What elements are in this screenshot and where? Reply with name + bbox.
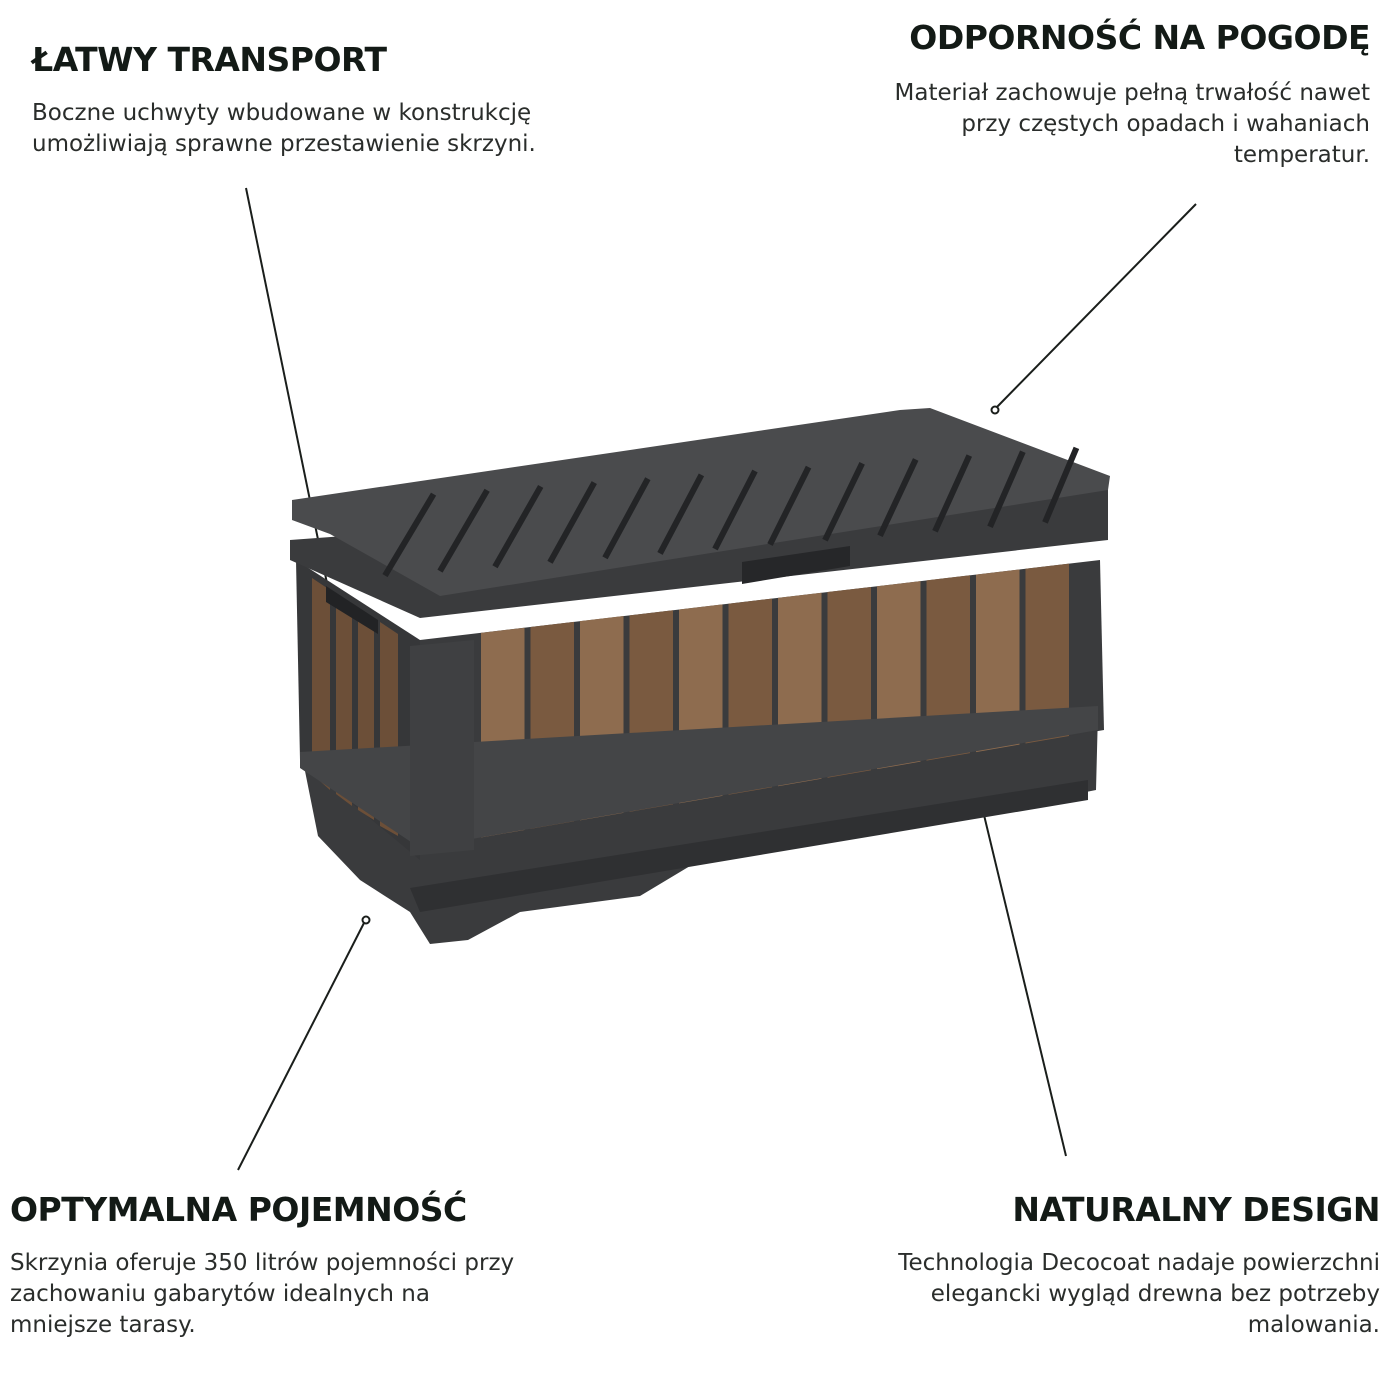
feature-capacity-line-1: Skrzynia oferuje 350 litrów pojemności p… — [10, 1250, 515, 1276]
feature-design-line-1: Technologia Decocoat nadaje powierzchni — [898, 1250, 1380, 1276]
feature-weather-line-3: temperatur. — [1233, 142, 1370, 168]
callout-line-weather — [995, 203, 1197, 409]
feature-weather-line-1: Materiał zachowuje pełną trwałość nawet — [894, 80, 1370, 106]
lid-groove — [712, 469, 758, 551]
lid-groove — [1042, 446, 1080, 524]
wood-slat — [1025, 563, 1069, 744]
lid-groove — [877, 458, 919, 537]
box-lid-top — [292, 408, 1110, 596]
feature-weather-line-2: przy częstych opadach i wahaniach — [961, 111, 1370, 137]
box-base-lower-rail — [410, 780, 1088, 912]
feature-design-text: Technologia Decocoat nadaje powierzchni … — [740, 1248, 1380, 1341]
callout-line-transport — [245, 187, 331, 599]
feature-transport: ŁATWY TRANSPORT Boczne uchwyty wbudowane… — [32, 40, 672, 160]
feature-design: NATURALNY DESIGN Technologia Decocoat na… — [740, 1190, 1380, 1341]
lid-groove — [602, 477, 651, 560]
feature-capacity-title: OPTYMALNA POJEMNOŚĆ — [10, 1190, 467, 1229]
feature-transport-text: Boczne uchwyty wbudowane w konstrukcję u… — [32, 98, 672, 160]
feature-weather-text: Materiał zachowuje pełną trwałość nawet … — [730, 78, 1370, 171]
feature-capacity-line-2: zachowaniu gabarytów idealnych na — [10, 1281, 430, 1307]
lid-groove — [987, 450, 1026, 529]
lid-groove — [657, 473, 705, 555]
feature-capacity-text: Skrzynia oferuje 350 litrów pojemności p… — [10, 1248, 650, 1341]
wood-slat — [976, 569, 1020, 753]
feature-capacity: OPTYMALNA POJEMNOŚĆ Skrzynia oferuje 350… — [10, 1190, 650, 1341]
lid-groove — [382, 492, 437, 578]
callout-line-capacity — [237, 920, 366, 1171]
lid-groove — [767, 465, 812, 546]
lid-groove — [932, 454, 973, 533]
storage-box — [290, 408, 1110, 944]
lid-groove — [822, 461, 865, 542]
lid-groove — [437, 488, 490, 573]
lid-latch — [742, 546, 850, 584]
box-corner-post — [410, 640, 474, 856]
feature-design-line-3: malowania. — [1247, 1312, 1380, 1338]
feature-transport-title: ŁATWY TRANSPORT — [32, 40, 387, 79]
feature-capacity-line-3: mniejsze tarasy. — [10, 1312, 196, 1338]
side-handle — [326, 586, 378, 634]
feature-weather: ODPORNOŚĆ NA POGODĘ Materiał zachowuje p… — [730, 18, 1371, 171]
lid-slat-grooves — [382, 446, 1080, 578]
lid-groove — [547, 481, 597, 564]
box-lower-rail — [300, 706, 1098, 848]
feature-design-title: NATURALNY DESIGN — [1012, 1190, 1380, 1229]
feature-transport-line-2: umożliwiają sprawne przestawienie skrzyn… — [32, 131, 536, 157]
feature-transport-line-1: Boczne uchwyty wbudowane w konstrukcję — [32, 100, 532, 126]
feature-design-line-2: elegancki wygląd drewna bez potrzeby — [930, 1281, 1380, 1307]
callout-dot-weather — [990, 405, 1000, 415]
callout-dot-capacity — [361, 915, 371, 925]
feature-weather-title: ODPORNOŚĆ NA POGODĘ — [909, 18, 1370, 57]
lid-groove — [492, 484, 544, 569]
